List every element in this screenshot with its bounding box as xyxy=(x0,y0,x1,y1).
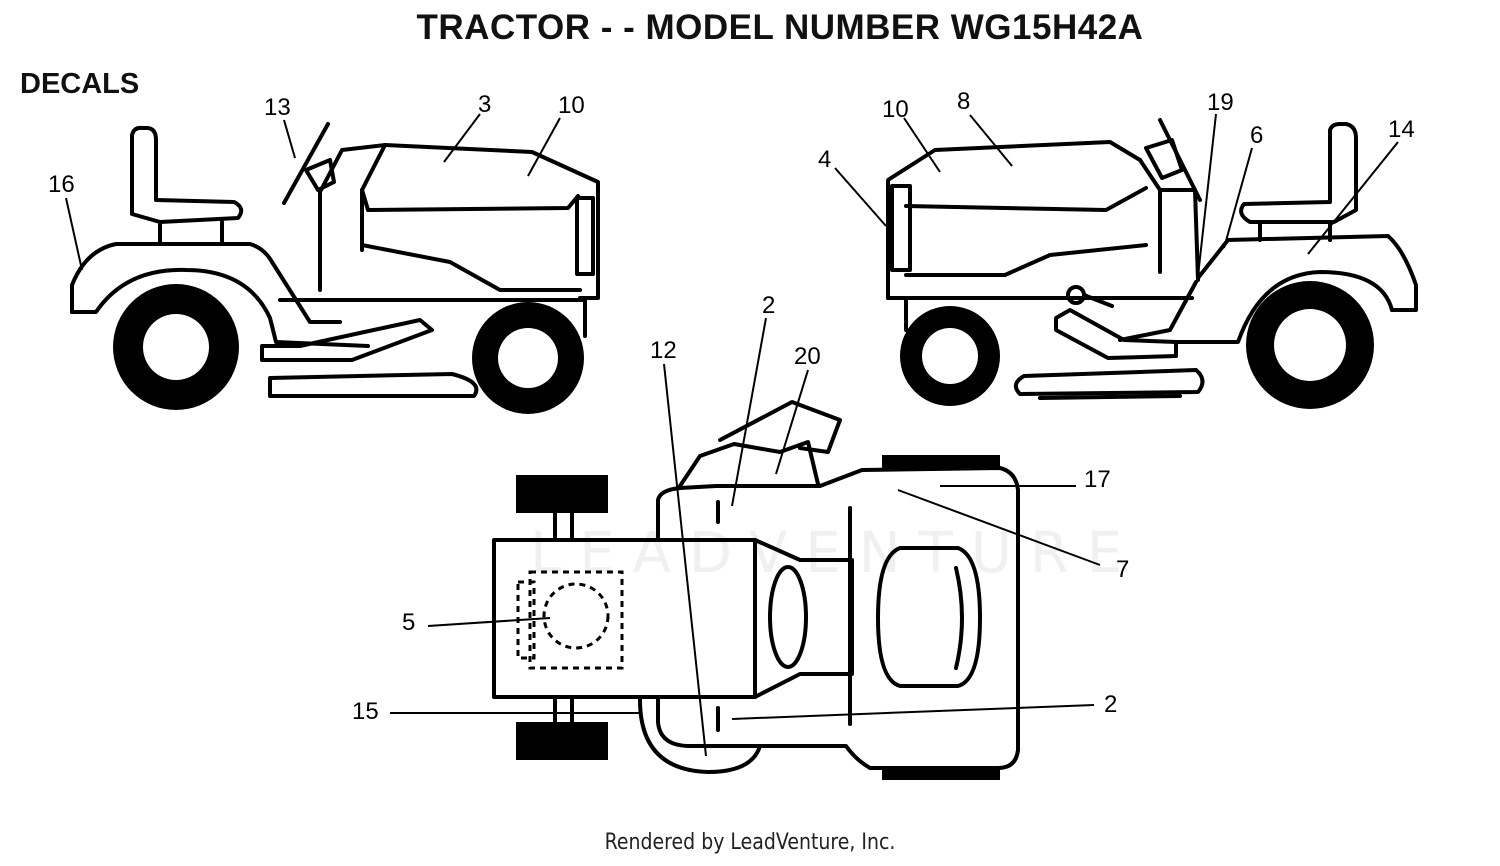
callout-7: 7 xyxy=(1116,556,1129,583)
page-title: TRACTOR - - MODEL NUMBER WG15H42A xyxy=(416,8,1144,47)
callout-4: 4 xyxy=(818,146,831,173)
callout-2-top: 2 xyxy=(762,292,775,319)
callout-numbers: 16 13 3 10 4 10 8 19 6 14 2 12 20 17 7 5… xyxy=(48,88,1415,725)
callout-3: 3 xyxy=(478,91,491,118)
callout-15: 15 xyxy=(352,698,379,725)
callout-14: 14 xyxy=(1388,116,1415,143)
footer-credit: Rendered by LeadVenture, Inc. xyxy=(604,830,896,855)
callout-5: 5 xyxy=(402,609,415,636)
callout-2-bottom: 2 xyxy=(1104,691,1117,718)
tractor-top-view xyxy=(492,400,1020,780)
callout-17: 17 xyxy=(1084,466,1111,493)
callout-10-left: 10 xyxy=(558,92,585,119)
callout-8: 8 xyxy=(957,88,970,115)
watermark-text: LEADVENTURE xyxy=(530,521,1140,586)
callout-12: 12 xyxy=(650,337,677,364)
callout-leaders xyxy=(65,113,1399,757)
callout-6: 6 xyxy=(1250,122,1263,149)
callout-10-right: 10 xyxy=(882,96,909,123)
callout-16: 16 xyxy=(48,171,75,198)
callout-13: 13 xyxy=(264,94,291,121)
tractor-left-side-view xyxy=(70,122,600,414)
callout-20: 20 xyxy=(794,343,821,370)
callout-19: 19 xyxy=(1207,89,1234,116)
section-label: DECALS xyxy=(20,68,140,100)
tractor-right-side-view xyxy=(886,118,1418,409)
